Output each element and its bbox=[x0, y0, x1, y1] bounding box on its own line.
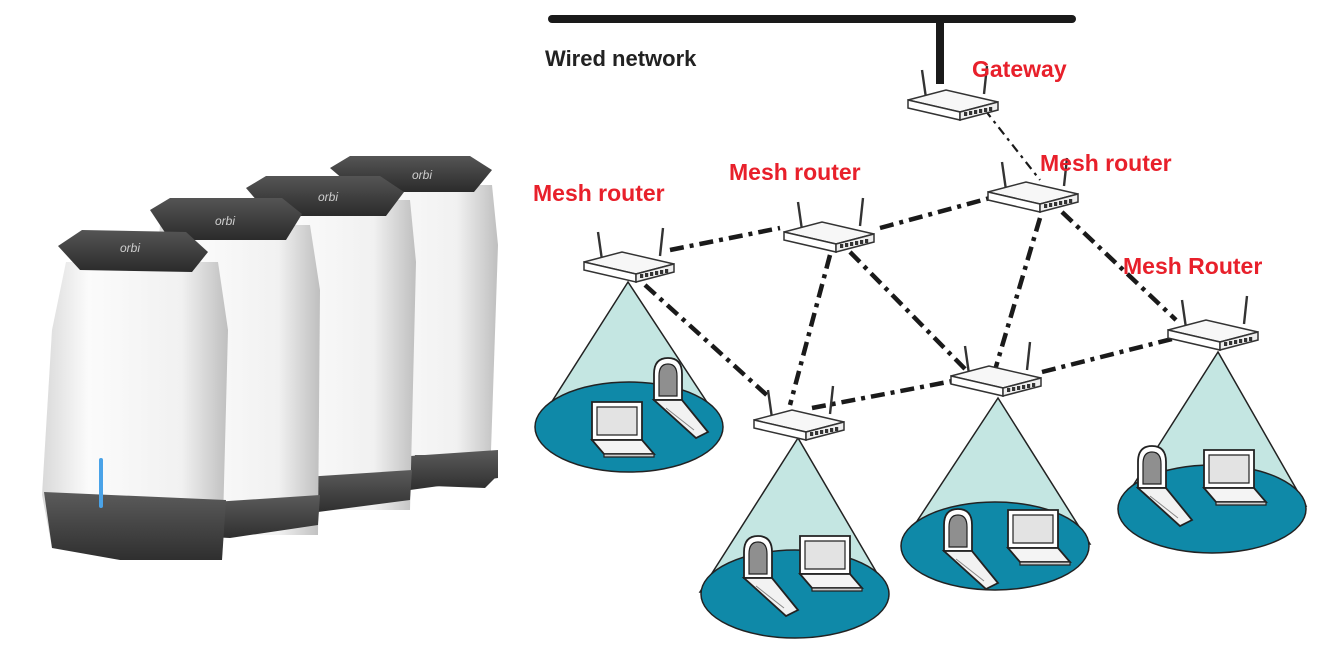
mesh-router-icon-left bbox=[582, 226, 676, 284]
coverage-area-bottom-left bbox=[698, 436, 890, 639]
orbi-logo: orbi bbox=[412, 168, 432, 182]
orbi-unit-1: orbi bbox=[42, 230, 228, 560]
gateway-label: Gateway bbox=[972, 56, 1067, 82]
labels: Wired network Gateway Mesh router Mesh r… bbox=[533, 46, 1262, 279]
coverage-area-right bbox=[1117, 350, 1308, 554]
coverage-area-bottom-center bbox=[900, 396, 1092, 591]
mesh-router-icon-right bbox=[1166, 294, 1260, 352]
status-led bbox=[99, 458, 103, 508]
mesh-router-label-top-right: Mesh router bbox=[1040, 150, 1172, 176]
mesh-router-label-right: Mesh Router bbox=[1123, 253, 1262, 279]
orbi-units: orbi orbi orbi orbi bbox=[42, 156, 498, 560]
mesh-router-icon-bottom-left bbox=[752, 384, 846, 442]
mesh-router-label-center: Mesh router bbox=[729, 159, 861, 185]
coverage-area-left bbox=[534, 280, 724, 473]
mesh-links bbox=[643, 109, 1178, 411]
mesh-router-icon-center bbox=[782, 196, 876, 254]
coverage-areas bbox=[534, 280, 1308, 639]
wired-network-label: Wired network bbox=[545, 46, 697, 71]
orbi-logo: orbi bbox=[120, 241, 140, 255]
mesh-router-label-left: Mesh router bbox=[533, 180, 665, 206]
orbi-logo: orbi bbox=[215, 214, 235, 228]
wired-backbone bbox=[548, 15, 1076, 84]
orbi-logo: orbi bbox=[318, 190, 338, 204]
